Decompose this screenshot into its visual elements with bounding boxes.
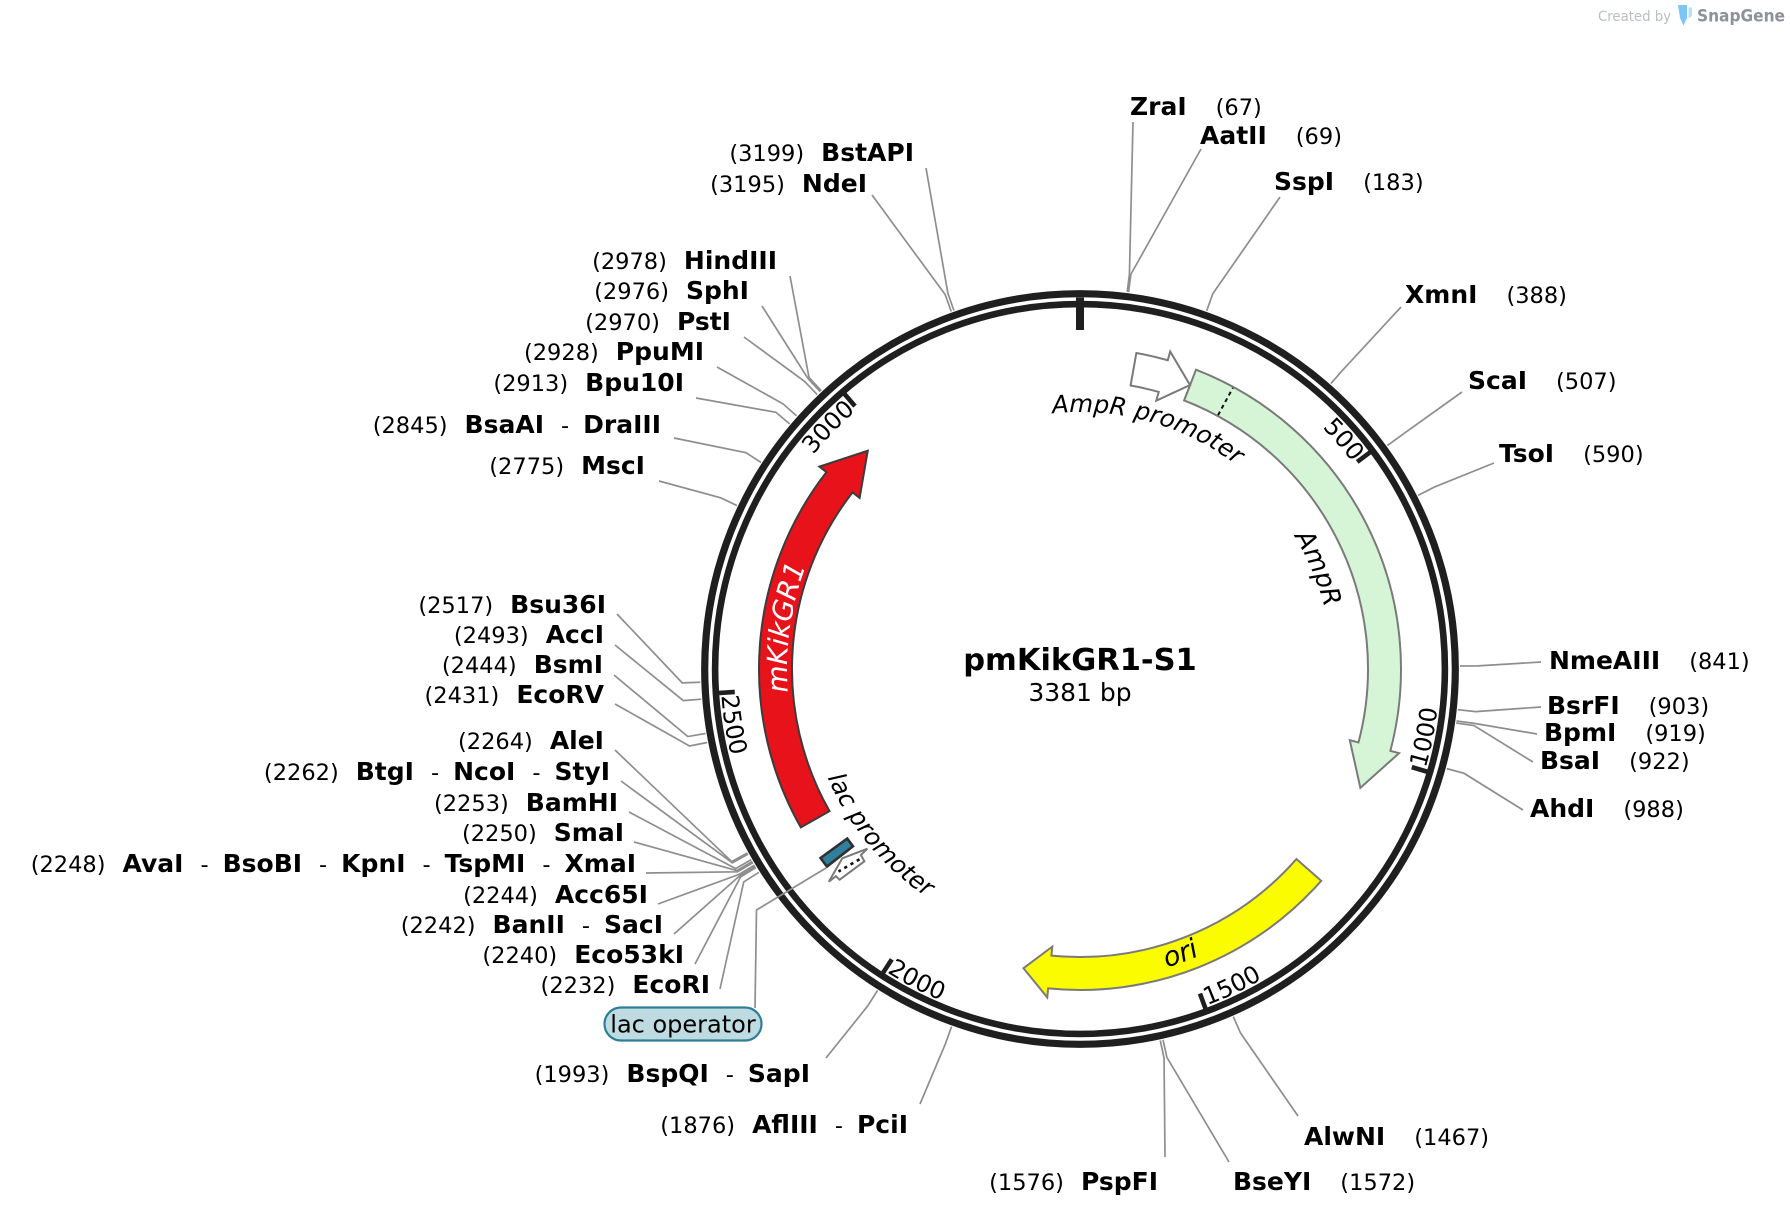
leader-PspFI xyxy=(1159,1040,1166,1158)
watermark-created-by: Created by xyxy=(1598,9,1671,25)
enzyme-label-Bpu10I: (2913)Bpu10I xyxy=(493,368,684,397)
leader-BanII-SacI xyxy=(673,865,756,935)
enzyme-label-AhdI: AhdI(988) xyxy=(1530,794,1684,823)
enzyme-label-PpuMI: (2928)PpuMI xyxy=(524,337,704,366)
feature-AmpR-promoter xyxy=(1129,349,1192,403)
enzyme-label-MscI: (2775)MscI xyxy=(489,451,645,480)
leader-BspQI-SapI xyxy=(825,990,879,1059)
tick-1500 xyxy=(1197,992,1210,1014)
leader-Acc65I xyxy=(657,864,755,905)
enzyme-label-TsoI: TsoI(590) xyxy=(1499,439,1644,468)
enzyme-label-Bsu36I: (2517)Bsu36I xyxy=(418,590,606,619)
feature-boundary-dash-AmpR xyxy=(1217,387,1234,416)
leader-NdeI xyxy=(871,194,953,312)
enzyme-label-PspFI: (1576)PspFI xyxy=(989,1167,1158,1196)
leader-Bsu36I xyxy=(616,613,701,684)
tick-1000 xyxy=(1411,764,1432,776)
enzyme-label-ScaI: ScaI(507) xyxy=(1468,366,1617,395)
leader-AlwNI xyxy=(1232,1016,1299,1117)
lac-operator-badge xyxy=(603,1006,763,1042)
feature-ori xyxy=(1022,857,1323,1000)
plasmid-size: 3381 bp xyxy=(1028,678,1131,707)
snapgene-logo-icon xyxy=(1678,5,1692,26)
leader-BseYI xyxy=(1162,1039,1230,1163)
enzyme-label-SphI: (2976)SphI xyxy=(594,276,749,305)
feature-lac-operator xyxy=(818,836,855,869)
leader-TsoI xyxy=(1417,462,1495,497)
enzyme-label-BpmI: BpmI(919) xyxy=(1544,718,1706,747)
leader-ScaI xyxy=(1386,391,1463,447)
enzyme-label-AleI: (2264)AleI xyxy=(458,726,604,755)
leader-BsaAI-DraIII xyxy=(673,437,762,464)
leader-SspI xyxy=(1205,196,1281,312)
leader-NmeAIII xyxy=(1459,661,1542,667)
leader-Bpu10I xyxy=(695,397,791,425)
tick-2500 xyxy=(714,689,735,696)
leader-EcoRI xyxy=(719,871,760,990)
leader-SphI xyxy=(761,305,821,393)
tick-2000 xyxy=(878,958,894,978)
leader-SmaI xyxy=(633,841,753,872)
enzyme-label-SmaI: (2250)SmaI xyxy=(462,818,624,847)
leader-BstAPI xyxy=(925,167,955,311)
leader-AhdI xyxy=(1446,767,1524,811)
leader-MscI xyxy=(658,480,738,507)
enzyme-label-BspQI-SapI: (1993)BspQI-SapI xyxy=(535,1059,810,1088)
leader-BsmI xyxy=(613,674,706,738)
leader-AvaI-BsoBI-KpnI-TspMI-XmaI xyxy=(645,861,754,874)
enzyme-label-NdeI: (3195)NdeI xyxy=(710,169,867,198)
enzyme-label-AvaI-BsoBI-KpnI-TspMI-XmaI: (2248)AvaI-BsoBI-KpnI-TspMI-XmaI xyxy=(31,849,636,878)
leader-BtgI-NcoI-StyI xyxy=(620,780,749,864)
leader-HindIII xyxy=(789,275,822,392)
leader-AatII xyxy=(1127,148,1202,293)
tick-3000 xyxy=(840,389,857,408)
watermark-brand: SnapGene xyxy=(1697,7,1785,27)
leader-XmnI xyxy=(1330,306,1402,385)
leader-AflIII-PciI xyxy=(919,1026,953,1105)
enzyme-label-SspI: SspI(183) xyxy=(1274,167,1424,196)
enzyme-label-AflIII-PciI: (1876)AflIII-PciI xyxy=(660,1110,908,1139)
leader-lac-operator xyxy=(754,867,827,1009)
leader-ZraI xyxy=(1126,121,1134,293)
enzyme-label-AccI: (2493)AccI xyxy=(454,620,604,649)
leader-PstI xyxy=(743,336,818,396)
enzyme-label-BsmI: (2444)BsmI xyxy=(442,650,603,679)
backbone-ring-outer xyxy=(701,290,1459,1048)
enzyme-label-NmeAIII: NmeAIII(841) xyxy=(1549,646,1750,675)
leader-BpmI xyxy=(1456,720,1538,735)
enzyme-label-HindIII: (2978)HindIII xyxy=(592,246,777,275)
leader-BsrFI xyxy=(1457,706,1542,713)
enzyme-label-AatII: AatII(69) xyxy=(1200,121,1342,150)
enzyme-label-BtgI-NcoI-StyI: (2262)BtgI-NcoI-StyI xyxy=(264,757,610,786)
feature-mKikGR1 xyxy=(758,449,870,829)
enzyme-label-Eco53kI: (2240)Eco53kI xyxy=(482,940,684,969)
leader-BamHI xyxy=(628,811,752,870)
enzyme-label-BseYI: BseYI(1572) xyxy=(1233,1167,1415,1196)
enzyme-label-PstI: (2970)PstI xyxy=(585,307,731,336)
enzyme-label-EcoRV: (2431)EcoRV xyxy=(425,680,605,709)
tick-500 xyxy=(1355,447,1375,464)
leader-PpuMI xyxy=(716,366,798,417)
enzyme-label-EcoRI: (2232)EcoRI xyxy=(541,970,710,999)
enzyme-label-BsaAI-DraIII: (2845)BsaAI-DraIII xyxy=(373,410,661,439)
enzyme-label-XmnI: XmnI(388) xyxy=(1405,280,1567,309)
leader-EcoRV xyxy=(614,703,708,747)
enzyme-label-BanII-SacI: (2242)BanII-SacI xyxy=(401,910,663,939)
enzyme-label-ZraI: ZraI(67) xyxy=(1130,92,1262,121)
leader-Eco53kI xyxy=(694,866,757,965)
leader-BsaI xyxy=(1456,722,1534,763)
lac-operator-badge-label: lac operator xyxy=(610,1011,756,1039)
enzyme-label-Acc65I: (2244)Acc65I xyxy=(463,880,648,909)
enzyme-label-BsaI: BsaI(922) xyxy=(1540,746,1690,775)
enzyme-label-AlwNI: AlwNI(1467) xyxy=(1304,1122,1489,1151)
feature-lac-promoter xyxy=(827,847,869,883)
plasmid-name: pmKikGR1-S1 xyxy=(963,643,1197,678)
enzyme-label-BsrFI: BsrFI(903) xyxy=(1547,691,1709,720)
enzyme-label-BamHI: (2253)BamHI xyxy=(434,788,618,817)
feature-AmpR xyxy=(1182,368,1402,790)
enzyme-label-BstAPI: (3199)BstAPI xyxy=(729,138,914,167)
leader-AccI xyxy=(614,644,702,702)
